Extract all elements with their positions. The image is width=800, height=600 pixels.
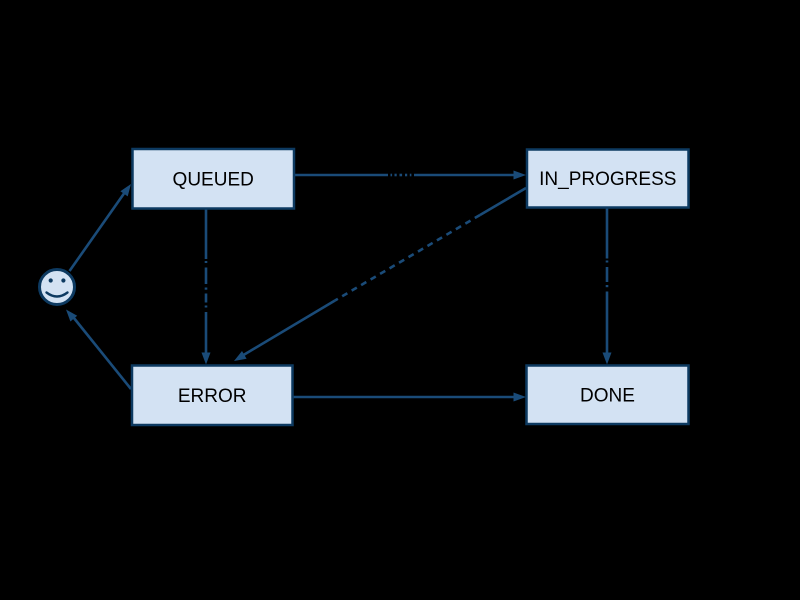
smiley-mouth <box>45 291 69 298</box>
line-sliver <box>394 173 397 177</box>
edge-queued-to-in-progress <box>294 167 526 182</box>
node-label: QUEUED <box>173 169 254 190</box>
node-label: ERROR <box>178 386 247 407</box>
state-node-in-progress: IN_PROGRESS <box>525 148 690 209</box>
smiley-right-eye <box>61 278 66 283</box>
smiley-face-icon <box>38 268 76 306</box>
line-sliver <box>605 285 609 288</box>
arrowhead-icon <box>201 352 211 365</box>
edge-error-to-done <box>293 392 526 402</box>
edge-in-progress-to-error <box>234 186 527 361</box>
line-sliver <box>204 261 208 263</box>
node-box <box>131 147 296 210</box>
line-sliver <box>409 173 412 177</box>
arrowhead-icon <box>234 351 247 361</box>
line-sliver <box>204 287 208 290</box>
line-sliver <box>204 305 208 308</box>
node-label: IN_PROGRESS <box>539 169 676 190</box>
edge-line <box>479 186 527 217</box>
arrowhead-icon <box>513 392 526 402</box>
line-sliver <box>399 173 403 177</box>
edge-actor-to-queued <box>68 184 131 272</box>
node-box <box>525 364 690 426</box>
edge-line <box>68 192 126 272</box>
arrowhead-icon <box>513 170 526 180</box>
line-sliver <box>390 173 393 177</box>
smiley-left-eye <box>48 278 53 283</box>
line-sliver <box>405 173 408 177</box>
edge-error-to-actor <box>66 309 133 390</box>
edge-line-label-overlap <box>334 213 481 302</box>
node-label: DONE <box>580 385 635 406</box>
edge-label-gap <box>599 258 615 267</box>
edge-label-gap <box>198 259 214 268</box>
arrowhead-icon <box>66 309 78 322</box>
node-box <box>130 364 294 427</box>
edge-in-progress-to-done <box>599 208 615 365</box>
edge-queued-to-error <box>198 209 214 365</box>
node-box <box>525 148 690 209</box>
state-node-done: DONE <box>525 364 690 426</box>
edge-line <box>72 316 133 390</box>
state-node-error: ERROR <box>130 364 294 427</box>
arrowhead-icon <box>120 184 131 197</box>
edge-line <box>242 299 336 357</box>
line-sliver <box>605 260 609 263</box>
state-node-queued: QUEUED <box>131 147 296 210</box>
smiley-head <box>38 268 76 306</box>
arrowhead-icon <box>602 352 612 365</box>
